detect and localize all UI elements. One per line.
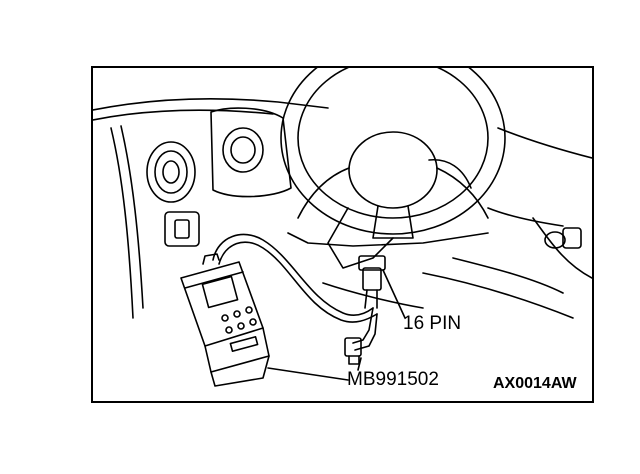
dashboard-top-edge	[93, 97, 329, 111]
leader-line-plug	[357, 357, 362, 371]
dashboard-upper-line	[93, 109, 274, 121]
gauge-cluster-icon	[210, 107, 292, 198]
switch-icon	[164, 211, 200, 247]
knee-panel	[287, 232, 489, 247]
harness-label: MB991502	[347, 369, 439, 390]
left-vent-icon	[146, 141, 196, 203]
connector-16-pin-icon	[358, 255, 386, 309]
steering-column	[327, 207, 394, 269]
floor-line-2	[452, 257, 564, 294]
diagram-frame: 16 PIN MB991502 AX0014AW	[91, 66, 594, 403]
pedal-area	[322, 282, 424, 309]
left-panel-inner	[120, 125, 144, 309]
right-switch-icon	[544, 227, 582, 249]
right-panel-edge	[532, 217, 592, 279]
leader-line-16-pin	[382, 269, 406, 319]
steering-wheel-icon	[280, 68, 506, 239]
floor-line	[422, 272, 574, 319]
harness-plug-icon	[344, 337, 362, 365]
harness-cable	[212, 233, 378, 351]
right-dashboard-top	[497, 127, 592, 159]
figure-code: AX0014AW	[493, 375, 577, 392]
connector-label: 16 PIN	[403, 313, 462, 334]
scan-tool-icon	[180, 253, 270, 387]
right-dashboard-lower	[487, 207, 564, 227]
dashboard-illustration	[93, 68, 592, 387]
left-panel	[110, 127, 134, 319]
leader-line-mb991502	[267, 367, 349, 381]
